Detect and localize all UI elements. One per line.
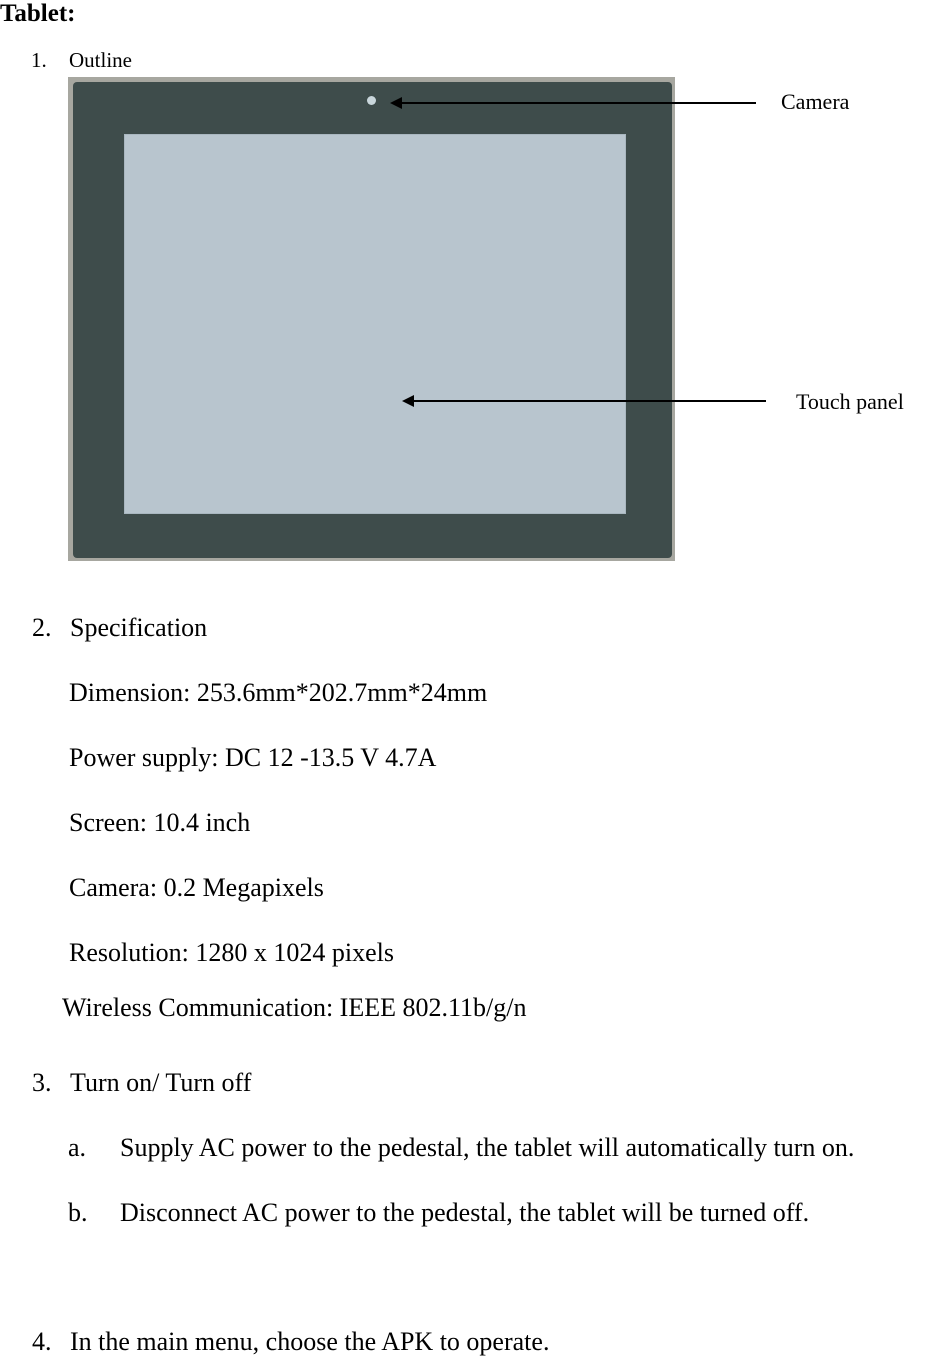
step-b-marker: b. [68, 1198, 88, 1227]
spec-resolution: Resolution: 1280 x 1024 pixels [69, 938, 394, 967]
camera-icon [367, 96, 376, 105]
step-a-text: Supply AC power to the pedestal, the tab… [120, 1133, 855, 1162]
spec-camera: Camera: 0.2 Megapixels [69, 873, 324, 902]
tablet-outline-figure [68, 77, 675, 561]
spec-wireless: Wireless Communication: IEEE 802.11b/g/n [62, 993, 527, 1022]
touch-panel-arrow-icon [402, 395, 766, 407]
camera-arrow-icon [390, 97, 756, 109]
section-2-heading: Specification [70, 613, 208, 642]
tablet-bezel [73, 82, 672, 558]
section-3-number: 3. [32, 1068, 52, 1097]
section-2-number: 2. [32, 613, 52, 642]
camera-callout-label: Camera [781, 89, 850, 114]
step-b-text: Disconnect AC power to the pedestal, the… [120, 1198, 810, 1227]
document-title: Tablet: [0, 0, 76, 27]
section-4-heading: In the main menu, choose the APK to oper… [70, 1327, 550, 1356]
section-1-number: 1. [31, 48, 47, 72]
touch-panel-callout-label: Touch panel [796, 389, 904, 414]
section-3-heading: Turn on/ Turn off [70, 1068, 252, 1097]
section-4-number: 4. [32, 1327, 52, 1356]
spec-dimension: Dimension: 253.6mm*202.7mm*24mm [69, 678, 488, 707]
spec-power-supply: Power supply: DC 12 -13.5 V 4.7A [69, 743, 437, 772]
spec-screen: Screen: 10.4 inch [69, 808, 251, 837]
section-1-heading: Outline [69, 48, 132, 72]
touch-panel-screen [124, 134, 626, 514]
step-a-marker: a. [68, 1133, 87, 1162]
